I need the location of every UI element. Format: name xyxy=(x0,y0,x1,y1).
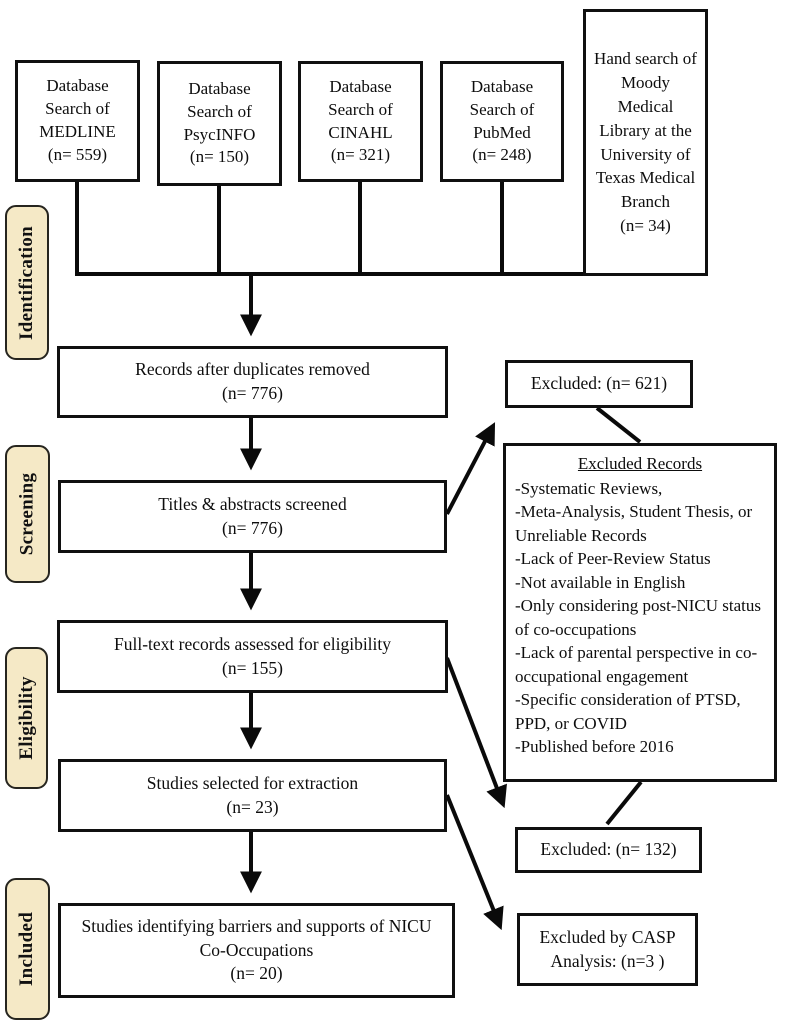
flow-box-duplicates-removed: Records after duplicates removed (n= 776… xyxy=(57,346,448,418)
excluded-132-box: Excluded: (n= 132) xyxy=(515,827,702,873)
link-excluded621-to-records xyxy=(595,406,642,444)
source-pubmed-text: Database Search of PubMed xyxy=(469,76,535,142)
flow-box-studies-selected: Studies selected for extraction (n= 23) xyxy=(58,759,447,832)
excluded-621-text: Excluded: (n= 621) xyxy=(530,373,668,394)
source-medline-count: (n= 559) xyxy=(47,144,108,164)
titles-abstracts-count: (n= 776) xyxy=(222,517,283,538)
excluded-records-item: -Specific consideration of PTSD, PPD, or… xyxy=(515,690,741,733)
excluded-casp-text: Excluded by CASP Analysis: (n=3 ) xyxy=(539,926,676,971)
stage-label-eligibility: Eligibility xyxy=(5,647,48,789)
stage-label-identification: Identification xyxy=(5,205,49,360)
stage-label-included-text: Included xyxy=(16,911,38,987)
excluded-621-box: Excluded: (n= 621) xyxy=(505,360,693,408)
excluded-records-item: -Lack of parental perspective in co-occu… xyxy=(515,643,758,686)
studies-included-count: (n= 20) xyxy=(230,963,283,984)
fulltext-assessed-count: (n= 155) xyxy=(222,657,283,678)
stage-label-screening-text: Screening xyxy=(16,472,38,556)
source-box-psycinfo: Database Search of PsycINFO (n= 150) xyxy=(157,61,282,186)
excluded-records-item: -Systematic Reviews, xyxy=(515,478,663,498)
fulltext-assessed-text: Full-text records assessed for eligibili… xyxy=(113,633,392,654)
source-cinahl-count: (n= 321) xyxy=(330,145,391,165)
excluded-casp-box: Excluded by CASP Analysis: (n=3 ) xyxy=(517,913,698,986)
studies-included-text: Studies identifying barriers and support… xyxy=(81,916,432,960)
arrow-screened-to-excluded621 xyxy=(445,422,496,515)
source-pubmed-count: (n= 248) xyxy=(472,145,532,165)
studies-selected-count: (n= 23) xyxy=(226,796,279,817)
source-hand-search-count: (n= 34) xyxy=(620,215,671,235)
source-medline-text: Database Search of MEDLINE xyxy=(39,76,116,141)
excluded-records-title: Excluded Records xyxy=(577,454,703,473)
stage-label-screening: Screening xyxy=(5,445,50,583)
excluded-records-item: -Lack of Peer-Review Status xyxy=(515,549,711,568)
source-box-medline: Database Search of MEDLINE (n= 559) xyxy=(15,60,140,182)
duplicates-removed-text: Records after duplicates removed xyxy=(135,359,370,380)
source-box-cinahl: Database Search of CINAHL (n= 321) xyxy=(298,61,423,182)
excluded-records-item: -Not available in English xyxy=(515,572,686,592)
stage-label-eligibility-text: Eligibility xyxy=(15,676,37,760)
flow-box-studies-included: Studies identifying barriers and support… xyxy=(58,903,455,998)
arrow-selected-to-casp xyxy=(445,794,504,931)
source-cinahl-text: Database Search of CINAHL xyxy=(328,76,393,142)
excluded-records-item: -Published before 2016 xyxy=(515,737,674,756)
stage-label-identification-text: Identification xyxy=(16,225,38,340)
excluded-132-text: Excluded: (n= 132) xyxy=(540,839,677,860)
source-box-pubmed: Database Search of PubMed (n= 248) xyxy=(440,61,564,182)
duplicates-removed-count: (n= 776) xyxy=(222,383,283,403)
link-records-to-excluded132 xyxy=(605,780,643,826)
source-psycinfo-text: Database Search of PsycINFO xyxy=(183,78,256,144)
arrow-fulltext-to-excluded132 xyxy=(445,657,507,809)
source-box-hand-search: Hand search of Moody Medical Library at … xyxy=(583,9,708,276)
flow-box-titles-abstracts-screened: Titles & abstracts screened (n= 776) xyxy=(58,480,447,553)
excluded-records-item: -Only considering post-NICU status of co… xyxy=(515,596,762,639)
studies-selected-text: Studies selected for extraction xyxy=(146,772,359,793)
flow-box-fulltext-assessed: Full-text records assessed for eligibili… xyxy=(57,620,448,693)
stage-label-included: Included xyxy=(5,878,50,1020)
source-psycinfo-count: (n= 150) xyxy=(189,147,250,167)
excluded-records-item: -Meta-Analysis, Student Thesis, or Unrel… xyxy=(515,502,753,545)
source-hand-search-text: Hand search of Moody Medical Library at … xyxy=(594,49,697,212)
excluded-records-box: Excluded Records -Systematic Reviews, -M… xyxy=(503,443,777,782)
titles-abstracts-text: Titles & abstracts screened xyxy=(158,493,347,514)
